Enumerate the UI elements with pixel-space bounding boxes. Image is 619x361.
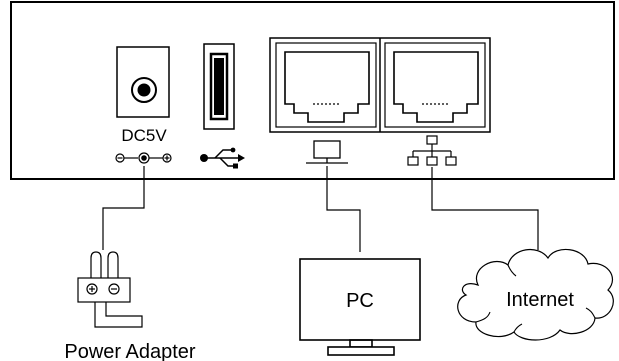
power-adapter-icon [77,251,143,328]
power-adapter-label: Power Adapter [64,341,196,361]
power-cable [102,166,145,250]
polarity-icon [115,152,172,164]
internet-label: Internet [506,289,574,311]
lan-port [275,42,377,128]
dc-power-jack [116,46,170,118]
usb-port [203,43,235,130]
usb-icon [200,147,245,169]
internet-cloud-icon [457,248,614,341]
pc-cable [326,166,361,252]
power-label: DC5V [121,126,167,145]
network-icon [407,135,457,166]
pc-label: PC [346,290,374,312]
pc-monitor-icon [299,258,421,356]
wan-port [384,42,486,128]
computer-icon [306,140,348,164]
internet-cable [431,167,539,250]
connection-lines [102,166,539,252]
